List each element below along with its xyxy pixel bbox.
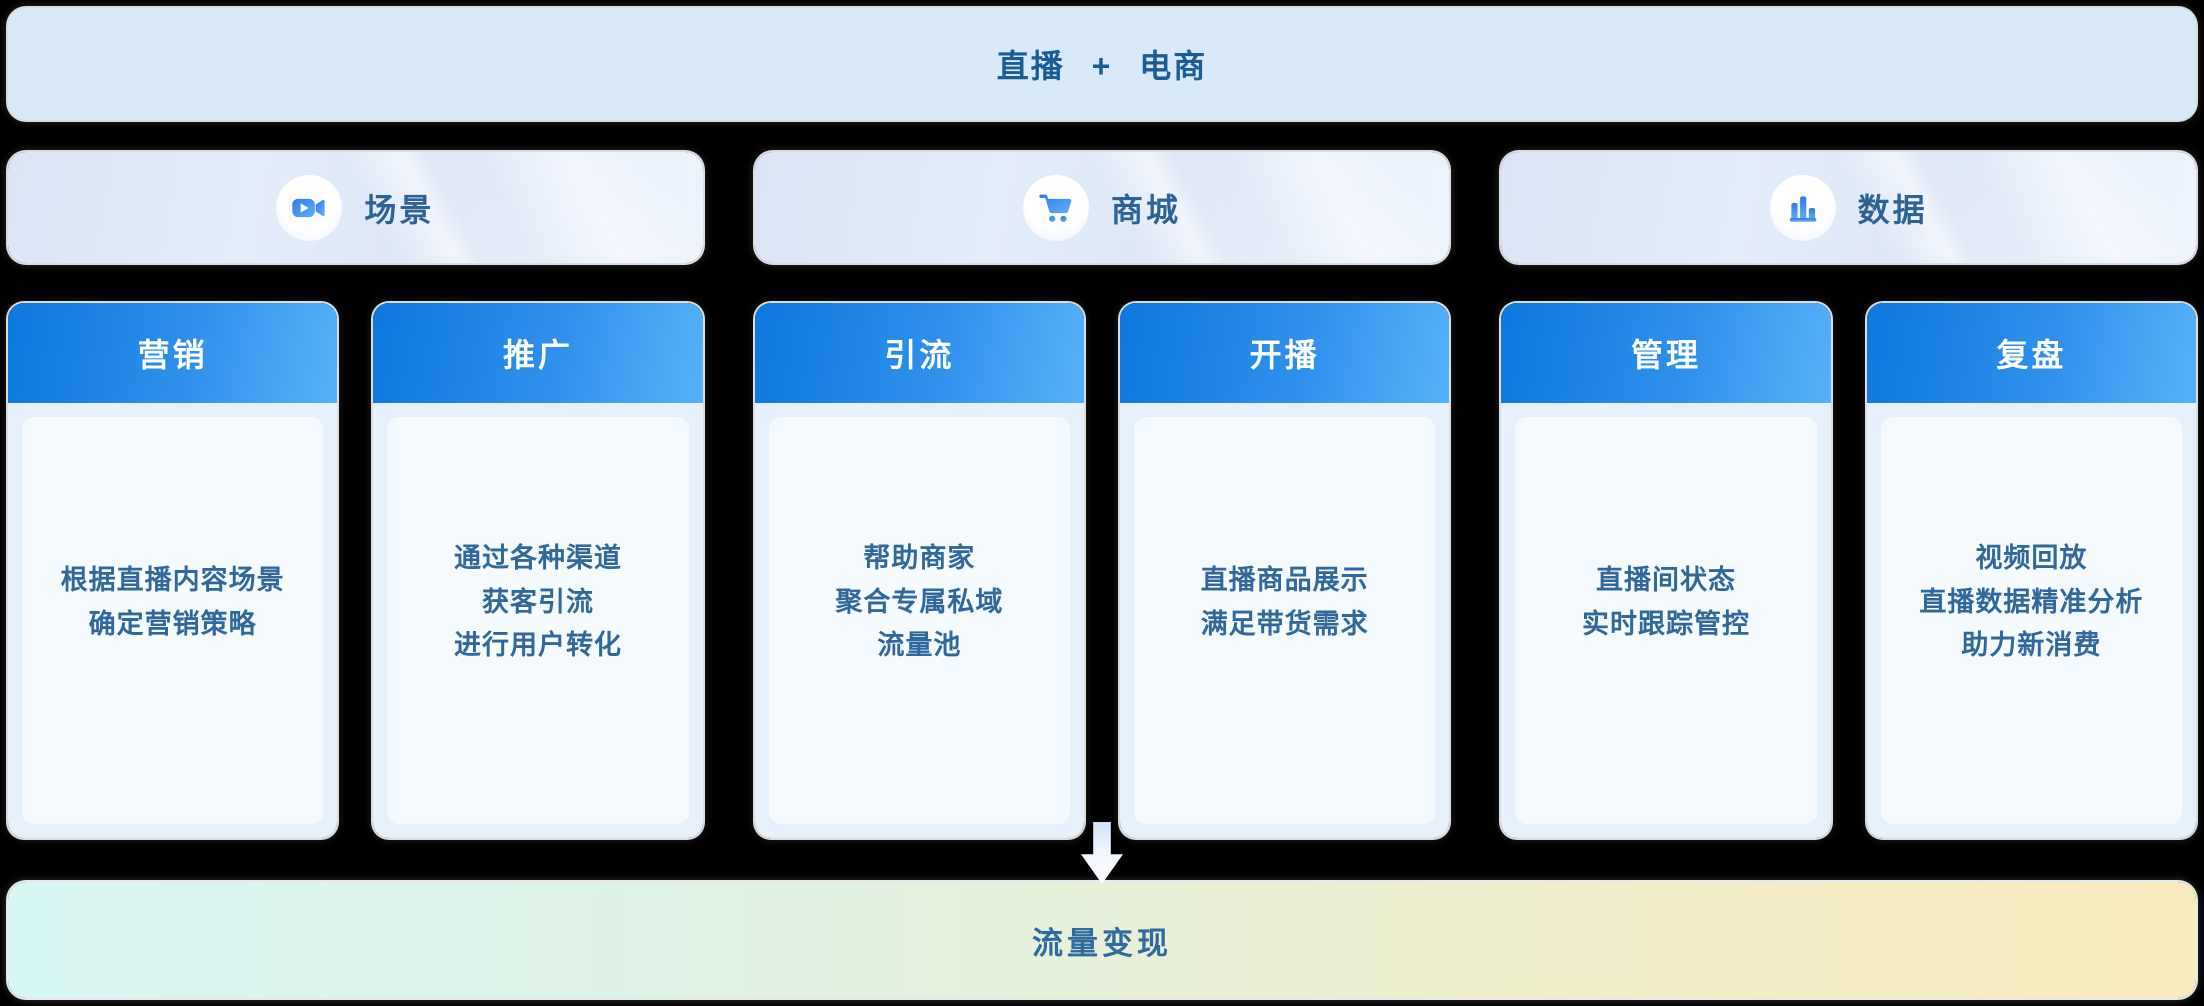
card-marketing-desc: 根据直播内容场景 确定营销策略 bbox=[60, 564, 285, 639]
footer-banner: 流量变现 bbox=[8, 882, 2196, 998]
card-traffic: 引流 帮助商家 聚合专属私域 流量池 bbox=[754, 303, 1085, 838]
video-camera-icon bbox=[276, 174, 343, 241]
card-group-data: 管理 直播间状态 实时跟踪管控 复盘 视频回放 直播数据精准分析 助力新消费 bbox=[1501, 303, 2197, 838]
section-label-mall: 商城 bbox=[1111, 191, 1182, 228]
card-management-title: 管理 bbox=[1501, 303, 1831, 403]
card-marketing-title: 营销 bbox=[8, 303, 338, 403]
card-review-title: 复盘 bbox=[1866, 303, 2197, 403]
section-header-mall: 商城 bbox=[754, 152, 1450, 263]
card-promotion-title: 推广 bbox=[373, 303, 703, 403]
card-traffic-panel: 帮助商家 聚合专属私域 流量池 bbox=[768, 417, 1071, 824]
card-broadcast-panel: 直播商品展示 满足带货需求 bbox=[1134, 417, 1436, 824]
section-header-data: 数据 bbox=[1501, 152, 2197, 263]
shopping-cart-icon bbox=[1023, 174, 1089, 241]
card-broadcast: 开播 直播商品展示 满足带货需求 bbox=[1120, 303, 1450, 838]
card-promotion-desc: 通过各种渠道 获客引流 进行用户转化 bbox=[454, 542, 623, 661]
card-management-body: 直播间状态 实时跟踪管控 bbox=[1501, 403, 1831, 838]
card-traffic-title: 引流 bbox=[754, 303, 1085, 403]
card-traffic-desc: 帮助商家 聚合专属私域 流量池 bbox=[835, 542, 1004, 661]
card-marketing-body: 根据直播内容场景 确定营销策略 bbox=[8, 403, 338, 838]
card-review-desc: 视频回放 直播数据精准分析 助力新消费 bbox=[1919, 542, 2144, 661]
card-management-panel: 直播间状态 实时跟踪管控 bbox=[1515, 417, 1817, 824]
card-group-mall: 引流 帮助商家 聚合专属私域 流量池 开播 直播商品展示 满足带货需求 bbox=[754, 303, 1450, 838]
section-header-scene: 场景 bbox=[8, 152, 703, 263]
card-review: 复盘 视频回放 直播数据精准分析 助力新消费 bbox=[1866, 303, 2197, 838]
card-promotion: 推广 通过各种渠道 获客引流 进行用户转化 bbox=[373, 303, 703, 838]
card-traffic-body: 帮助商家 聚合专属私域 流量池 bbox=[754, 403, 1085, 838]
card-management: 管理 直播间状态 实时跟踪管控 bbox=[1501, 303, 1831, 838]
footer-banner-label: 流量变现 bbox=[1032, 925, 1172, 961]
top-banner: 直播 + 电商 bbox=[8, 8, 2196, 120]
card-review-panel: 视频回放 直播数据精准分析 助力新消费 bbox=[1880, 417, 2183, 824]
arrow-zone bbox=[8, 822, 2196, 884]
card-promotion-body: 通过各种渠道 获客引流 进行用户转化 bbox=[373, 403, 703, 838]
cards-row: 营销 根据直播内容场景 确定营销策略 推广 通过各种渠道 获客引流 进行用户转化 bbox=[8, 303, 2197, 838]
section-headers-row: 场景 商城 bbox=[8, 152, 2197, 263]
card-broadcast-body: 直播商品展示 满足带货需求 bbox=[1120, 403, 1450, 838]
card-group-scene: 营销 根据直播内容场景 确定营销策略 推广 通过各种渠道 获客引流 进行用户转化 bbox=[8, 303, 703, 838]
card-broadcast-title: 开播 bbox=[1120, 303, 1450, 403]
section-label-data: 数据 bbox=[1857, 191, 1928, 228]
card-management-desc: 直播间状态 实时跟踪管控 bbox=[1582, 564, 1751, 639]
card-marketing: 营销 根据直播内容场景 确定营销策略 bbox=[8, 303, 338, 838]
card-review-body: 视频回放 直播数据精准分析 助力新消费 bbox=[1866, 403, 2197, 838]
card-promotion-panel: 通过各种渠道 获客引流 进行用户转化 bbox=[387, 417, 689, 824]
top-banner-title: 直播 + 电商 bbox=[996, 48, 1208, 84]
bar-chart-icon bbox=[1769, 174, 1836, 241]
section-label-scene: 场景 bbox=[364, 191, 435, 228]
card-broadcast-desc: 直播商品展示 满足带货需求 bbox=[1200, 564, 1369, 639]
card-marketing-panel: 根据直播内容场景 确定营销策略 bbox=[22, 417, 324, 824]
